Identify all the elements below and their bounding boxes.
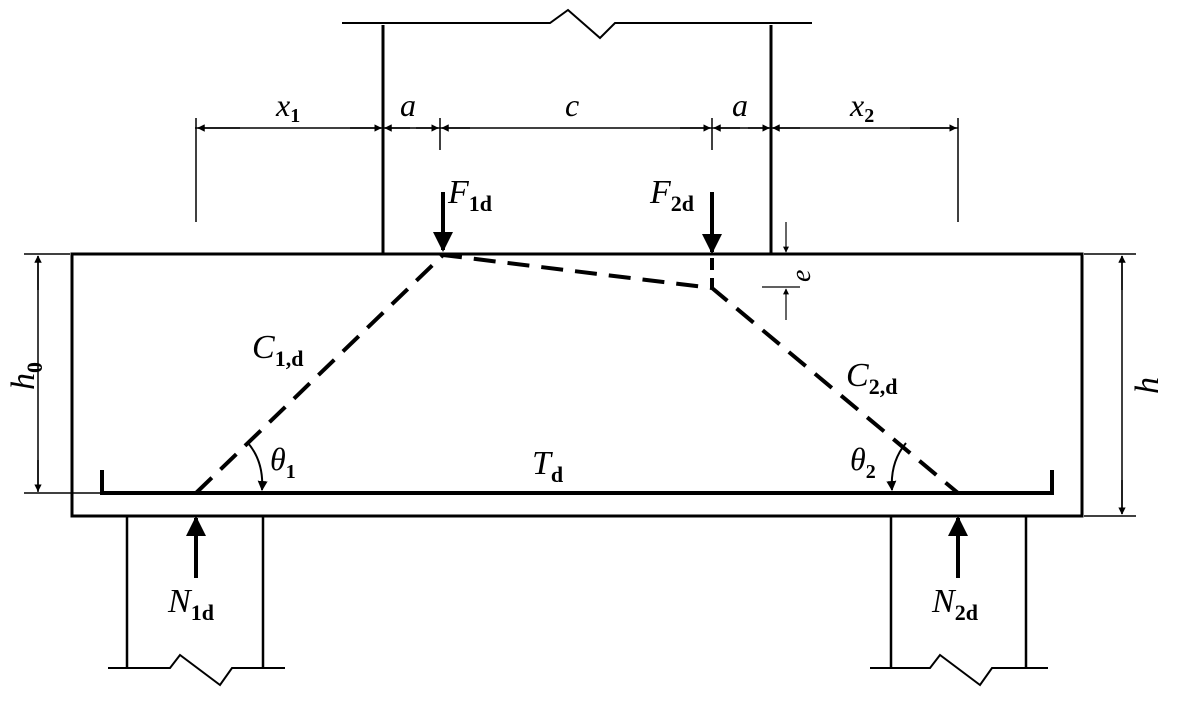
pile-cap xyxy=(70,252,1084,518)
label-C2d: C2,d xyxy=(846,357,897,399)
tie-line xyxy=(100,470,1054,495)
angle-arcs xyxy=(247,442,907,491)
label-C1d: C1,d xyxy=(252,329,303,371)
h0-dimension-line xyxy=(24,253,100,494)
strut-lines xyxy=(194,252,960,495)
label-x1: x1 xyxy=(275,87,300,127)
label-h0: h0 xyxy=(5,362,47,390)
label-h: h xyxy=(1129,377,1166,394)
upper-column xyxy=(342,8,812,254)
h-dimension-line xyxy=(1084,253,1136,517)
pile-left xyxy=(108,516,285,687)
load-arrows xyxy=(186,192,968,578)
label-F1d: F1d xyxy=(447,174,492,216)
label-c: c xyxy=(565,87,579,123)
label-a-right: a xyxy=(732,87,748,123)
top-dimension-line xyxy=(195,118,959,222)
label-theta1: θ1 xyxy=(270,441,296,483)
pile-right xyxy=(870,516,1048,687)
label-N2d: N2d xyxy=(931,583,978,625)
label-N1d: N1d xyxy=(167,583,214,625)
label-e: e xyxy=(786,270,817,282)
label-theta2: θ2 xyxy=(850,441,876,483)
label-a-left: a xyxy=(400,87,416,123)
label-x2: x2 xyxy=(849,87,874,127)
label-F2d: F2d xyxy=(649,174,694,216)
label-Td: Td xyxy=(532,445,563,487)
e-dimension-line xyxy=(762,222,800,320)
